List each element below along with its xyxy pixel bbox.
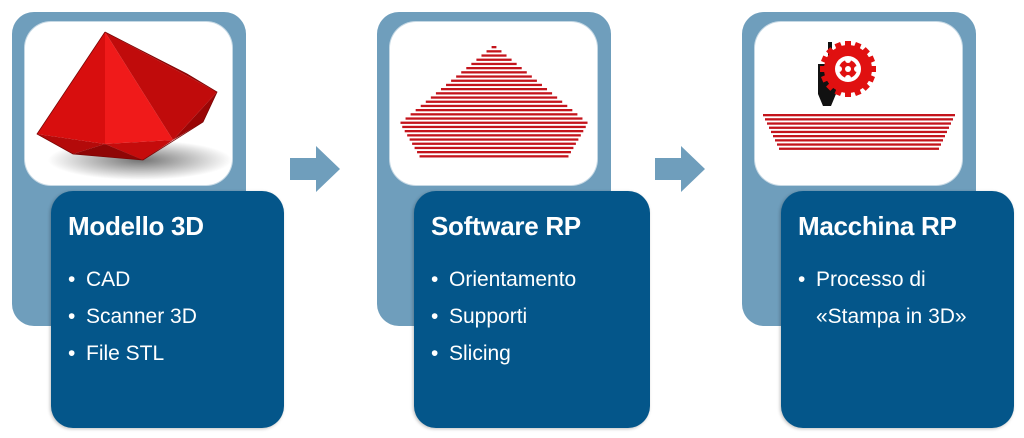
bullet-icon: • <box>68 268 76 291</box>
stage-title: Modello 3D <box>68 211 204 241</box>
stage-items: •Orientamento •Supporti •Slicing <box>431 261 576 372</box>
stage-software-card: Software RP •Orientamento •Supporti •Sli… <box>414 191 650 428</box>
3d-gem-model-icon <box>36 31 232 180</box>
stage-model-card: Modello 3D •CAD •Scanner 3D •File STL <box>51 191 284 428</box>
bullet-icon: • <box>798 268 806 291</box>
stage-machine-card: Macchina RP •Processo di «Stampa in 3D» <box>781 191 1014 428</box>
bullet-icon: • <box>68 342 76 365</box>
list-item: •Supporti <box>431 298 576 335</box>
3d-printer-extruder-icon <box>763 41 955 150</box>
bullet-icon: • <box>68 305 76 328</box>
stage-items: •CAD •Scanner 3D •File STL <box>68 261 197 372</box>
list-item: •Slicing <box>431 335 576 372</box>
stage-software-image <box>390 22 597 185</box>
list-item: •Scanner 3D <box>68 298 197 335</box>
stage-model-image <box>25 22 232 185</box>
list-item: •Processo di <box>798 261 967 298</box>
chevron-right-arrow-icon <box>655 146 705 192</box>
stage-machine-image <box>755 22 962 185</box>
bullet-icon: • <box>431 305 439 328</box>
stage-title: Software RP <box>431 211 581 241</box>
chevron-right-arrow-icon <box>290 146 340 192</box>
stage-title: Macchina RP <box>798 211 957 241</box>
sliced-layers-icon <box>400 46 588 158</box>
list-item: •File STL <box>68 335 197 372</box>
list-item: •CAD <box>68 261 197 298</box>
stage-items: •Processo di «Stampa in 3D» <box>798 261 967 335</box>
list-item: •Orientamento <box>431 261 576 298</box>
bullet-icon: • <box>431 342 439 365</box>
bullet-icon: • <box>431 268 439 291</box>
list-item: «Stampa in 3D» <box>798 298 967 335</box>
bullet-icon <box>798 298 816 335</box>
